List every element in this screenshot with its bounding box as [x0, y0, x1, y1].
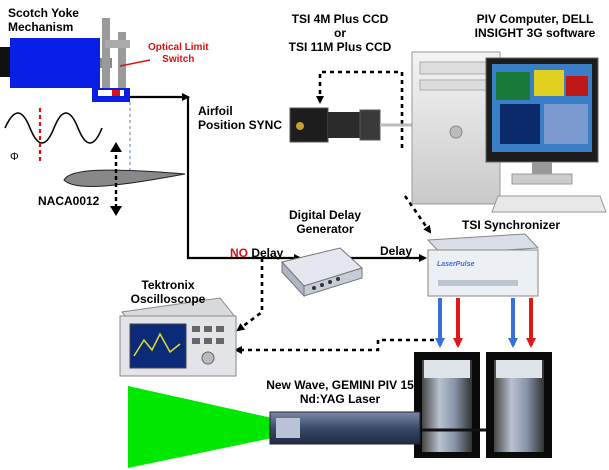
digital-delay-generator — [281, 247, 363, 298]
phase-symbol: Φ — [10, 151, 19, 163]
scotch-yoke-mechanism — [0, 18, 151, 170]
tektronix-oscilloscope — [119, 297, 237, 377]
tsi-synchronizer-label: TSI Synchronizer — [462, 218, 561, 232]
delay-word: Delay — [248, 246, 284, 260]
scotch-yoke-label: Scotch Yoke Mechanism — [8, 6, 79, 34]
oscilloscope-label: Tektronix Oscilloscope — [130, 278, 206, 306]
dotted-connections — [234, 70, 442, 354]
no-delay-label: NO Delay — [230, 246, 283, 260]
laser-label: New Wave, GEMINI PIV 15 Nd:YAG Laser — [266, 378, 414, 406]
piv-computer — [411, 51, 607, 213]
sine-wave-plot — [4, 108, 103, 162]
laser-power-supplies — [414, 352, 552, 458]
ccd-camera-label: TSI 4M Plus CCD or TSI 11M Plus CCD — [288, 12, 392, 54]
naca-label: NACA0012 — [38, 194, 100, 208]
airfoil-sync-label: Airfoil Position SYNC — [198, 104, 283, 132]
delay-generator-label: Digital Delay Generator — [288, 208, 362, 236]
nd-yag-laser — [128, 386, 486, 468]
naca0012-airfoil — [63, 142, 186, 216]
piv-computer-label: PIV Computer, DELL INSIGHT 3G software — [474, 12, 596, 40]
laser-signal-arrows — [435, 298, 536, 348]
laserpulse-label: LaserPulse — [437, 261, 475, 268]
no-word: NO — [230, 246, 248, 260]
delay-output-label: Delay — [380, 244, 413, 258]
optical-limit-switch-label: Optical Limit Switch — [148, 42, 209, 65]
tsi-synchronizer — [426, 233, 540, 297]
